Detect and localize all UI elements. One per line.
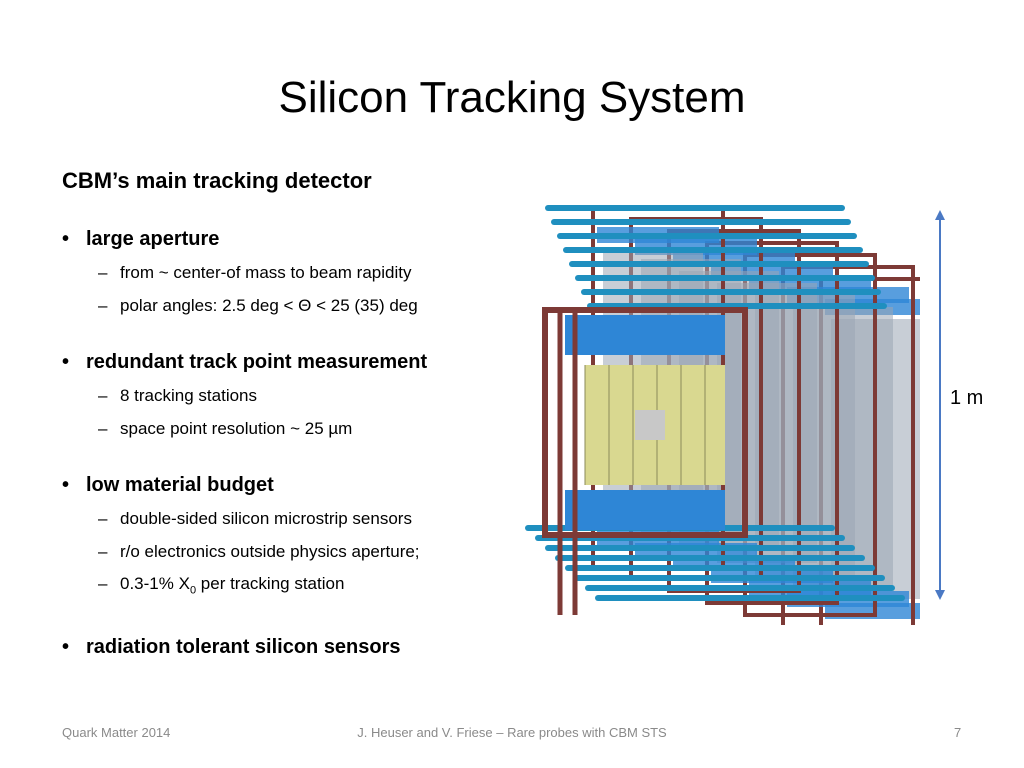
bullet-radiation-tolerant: • radiation tolerant silicon sensors bbox=[62, 633, 401, 661]
footer-authors: J. Heuser and V. Friese – Rare probes wi… bbox=[357, 725, 667, 740]
sub-bullet: –8 tracking stations bbox=[98, 384, 257, 408]
arrow-head-bottom bbox=[935, 590, 945, 600]
sub-bullet-text: 8 tracking stations bbox=[120, 386, 258, 405]
cooling-pipe bbox=[595, 595, 905, 601]
sub-bullet-text: double-sided silicon microstrip sensors bbox=[120, 509, 412, 528]
cooling-pipe bbox=[581, 289, 881, 295]
cooling-pipe bbox=[551, 219, 851, 225]
bullet-text: large aperture bbox=[86, 228, 220, 250]
sub-bullet: –0.3-1% X0 per tracking station bbox=[98, 572, 344, 602]
dash-glyph: – bbox=[98, 509, 108, 528]
bullet-glyph: • bbox=[62, 228, 70, 250]
bullet-large-aperture: • large aperture bbox=[62, 225, 219, 253]
sub-bullet: –double-sided silicon microstrip sensors bbox=[98, 507, 412, 531]
cooling-pipe bbox=[545, 205, 845, 211]
sub-bullet-text: space point resolution ~ 25 µm bbox=[120, 419, 353, 438]
dash-glyph: – bbox=[98, 263, 108, 282]
bullet-text: low material budget bbox=[86, 474, 274, 496]
front-readout-block bbox=[625, 315, 725, 355]
dimension-arrow bbox=[935, 210, 945, 600]
cooling-pipe bbox=[545, 545, 855, 551]
bullet-low-material: • low material budget bbox=[62, 471, 274, 499]
sub-bullet-text: from ~ center-of mass to beam rapidity bbox=[120, 263, 412, 282]
dash-glyph: – bbox=[98, 542, 108, 561]
bullet-glyph: • bbox=[62, 636, 70, 658]
bullet-text: radiation tolerant silicon sensors bbox=[86, 636, 401, 658]
dash-glyph: – bbox=[98, 574, 108, 593]
front-station bbox=[542, 307, 748, 615]
beam-hole bbox=[635, 410, 665, 440]
front-readout-block bbox=[565, 490, 725, 530]
sub-bullet: –polar angles: 2.5 deg < Θ < 25 (35) deg bbox=[98, 294, 418, 318]
sub-bullet: –space point resolution ~ 25 µm bbox=[98, 417, 352, 441]
sub-bullet-text-before: 0.3-1% X bbox=[120, 574, 190, 593]
bullet-glyph: • bbox=[62, 474, 70, 496]
subscript-zero: 0 bbox=[189, 584, 197, 597]
cooling-pipe bbox=[557, 233, 857, 239]
sub-bullet-text: polar angles: 2.5 deg < Θ < 25 (35) deg bbox=[120, 296, 418, 315]
dimension-label: 1 m bbox=[950, 387, 984, 409]
sub-bullet: –from ~ center-of mass to beam rapidity bbox=[98, 261, 411, 285]
cooling-pipe bbox=[575, 575, 885, 581]
slide-title: Silicon Tracking System bbox=[278, 73, 746, 122]
dash-glyph: – bbox=[98, 296, 108, 315]
sub-bullet-text-after: per tracking station bbox=[196, 574, 345, 593]
arrow-head-top bbox=[935, 210, 945, 220]
sub-bullet-text: r/o electronics outside physics aperture… bbox=[120, 542, 420, 561]
front-frame bbox=[542, 307, 748, 538]
cooling-pipes bbox=[525, 205, 905, 601]
bullet-text: redundant track point measurement bbox=[86, 351, 428, 373]
cooling-pipe bbox=[569, 261, 869, 267]
cooling-pipe bbox=[565, 565, 875, 571]
sub-bullet: –r/o electronics outside physics apertur… bbox=[98, 540, 420, 564]
cooling-pipe bbox=[563, 247, 863, 253]
dash-glyph: – bbox=[98, 419, 108, 438]
footer-page-number: 7 bbox=[954, 725, 962, 740]
cooling-pipe bbox=[585, 585, 895, 591]
dash-glyph: – bbox=[98, 386, 108, 405]
cooling-pipe bbox=[555, 555, 865, 561]
slide-subtitle: CBM’s main tracking detector bbox=[62, 168, 372, 193]
bullet-redundant-track: • redundant track point measurement bbox=[62, 348, 427, 376]
bullet-glyph: • bbox=[62, 351, 70, 373]
footer-event: Quark Matter 2014 bbox=[62, 725, 171, 740]
sts-detector-illustration bbox=[525, 205, 920, 625]
cooling-pipe bbox=[575, 275, 875, 281]
